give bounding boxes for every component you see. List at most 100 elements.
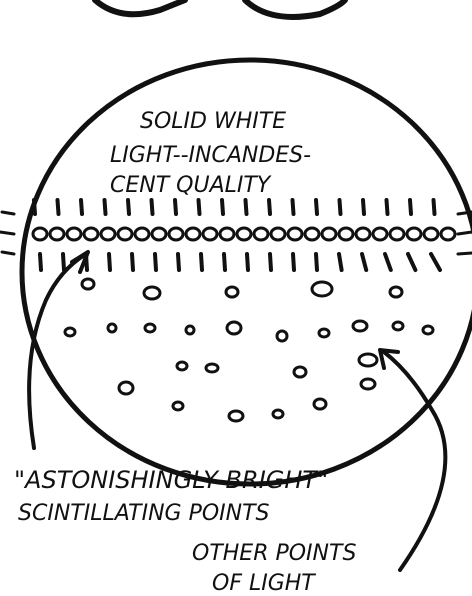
bright-point bbox=[356, 228, 370, 240]
ray-tick bbox=[63, 254, 64, 270]
bright-point bbox=[271, 228, 285, 240]
ray-tick bbox=[105, 200, 106, 214]
bright-point bbox=[67, 228, 81, 240]
light-point bbox=[277, 331, 287, 341]
bright-point bbox=[33, 228, 47, 240]
bright-point bbox=[135, 228, 149, 240]
scattered-points bbox=[65, 279, 433, 421]
ray-tick bbox=[152, 200, 153, 214]
light-point bbox=[145, 324, 155, 332]
other-points-label: OTHER POINTS OF LIGHT bbox=[192, 541, 356, 596]
ray-tick bbox=[40, 254, 41, 270]
bright-point bbox=[169, 228, 183, 240]
ray-tick bbox=[155, 254, 156, 270]
ray-tick bbox=[387, 200, 388, 214]
ray-tick bbox=[270, 254, 271, 270]
bright-point bbox=[152, 228, 166, 240]
light-point bbox=[361, 379, 375, 389]
ray-tick bbox=[128, 200, 129, 214]
light-point bbox=[177, 362, 187, 370]
light-point bbox=[359, 354, 377, 366]
bright-point bbox=[424, 228, 438, 240]
light-point bbox=[312, 282, 332, 296]
light-point bbox=[390, 287, 402, 297]
ray-tick bbox=[175, 200, 176, 214]
ray-tick bbox=[431, 254, 440, 270]
bright-point bbox=[237, 228, 251, 240]
bright-point bbox=[203, 228, 217, 240]
bright-point bbox=[373, 228, 387, 240]
light-point bbox=[294, 367, 306, 377]
ray-tick bbox=[434, 200, 435, 214]
ray-tick bbox=[58, 200, 59, 214]
bright-point bbox=[407, 228, 421, 240]
ray-tick bbox=[410, 200, 411, 214]
bright-point bbox=[390, 228, 404, 240]
light-point bbox=[353, 321, 367, 331]
light-point bbox=[65, 328, 75, 336]
bright-points-label-line1: "ASTONISHINGLY BRIGHT" bbox=[14, 466, 328, 494]
ray-tick bbox=[339, 254, 342, 270]
ray-tick bbox=[222, 200, 223, 214]
light-point bbox=[108, 324, 116, 332]
ray-tick bbox=[178, 254, 179, 270]
bright-points-label: "ASTONISHINGLY BRIGHT" SCINTILLATING POI… bbox=[14, 466, 328, 526]
light-point bbox=[186, 326, 194, 334]
other-points-label-line1: OTHER POINTS bbox=[192, 541, 356, 566]
center-label: SOLID WHITE LIGHT--INCANDES- CENT QUALIT… bbox=[110, 109, 311, 198]
ray-tick bbox=[293, 254, 294, 270]
light-point bbox=[273, 410, 283, 418]
bright-point bbox=[118, 228, 132, 240]
light-point bbox=[82, 279, 94, 289]
ray-tick bbox=[316, 200, 317, 214]
bright-point bbox=[339, 228, 353, 240]
ray-tick bbox=[362, 254, 366, 270]
center-label-line2: LIGHT--INCANDES- bbox=[110, 143, 311, 168]
top-partial-shapes bbox=[95, 0, 345, 17]
ray-tick bbox=[247, 254, 248, 270]
ray-tick bbox=[246, 200, 247, 214]
center-label-line1: SOLID WHITE bbox=[140, 109, 286, 134]
light-point bbox=[319, 329, 329, 337]
bright-point bbox=[50, 228, 64, 240]
light-point bbox=[144, 287, 160, 299]
ray-tick bbox=[293, 200, 294, 214]
other-points-label-line2: OF LIGHT bbox=[212, 571, 316, 596]
light-point bbox=[173, 402, 183, 410]
bright-point bbox=[441, 228, 455, 240]
ray-tick bbox=[316, 254, 317, 270]
bright-point bbox=[305, 228, 319, 240]
ray-tick bbox=[109, 254, 110, 270]
bright-band-points bbox=[33, 228, 455, 240]
light-point bbox=[393, 322, 403, 330]
light-point bbox=[229, 411, 243, 421]
light-point bbox=[314, 399, 326, 409]
ray-tick bbox=[199, 200, 200, 214]
light-point bbox=[226, 287, 238, 297]
arrow-to-other-points bbox=[380, 350, 445, 570]
bright-point bbox=[101, 228, 115, 240]
bright-point bbox=[84, 228, 98, 240]
ray-tick bbox=[132, 254, 133, 270]
center-label-line3: CENT QUALITY bbox=[110, 173, 272, 198]
ray-tick bbox=[81, 200, 82, 214]
ray-tick bbox=[408, 254, 415, 270]
upper-ray-ticks bbox=[34, 200, 435, 214]
ray-tick bbox=[363, 200, 364, 214]
ray-tick bbox=[340, 200, 341, 214]
ray-tick bbox=[269, 200, 270, 214]
bright-point bbox=[322, 228, 336, 240]
bright-point bbox=[254, 228, 268, 240]
bright-point bbox=[220, 228, 234, 240]
light-point bbox=[227, 322, 241, 334]
lower-ray-ticks bbox=[40, 254, 440, 270]
light-point bbox=[206, 364, 218, 372]
ray-tick bbox=[201, 254, 202, 270]
ray-tick bbox=[224, 254, 225, 270]
ray-tick bbox=[385, 254, 391, 270]
bright-points-label-line2: SCINTILLATING POINTS bbox=[18, 501, 270, 526]
bright-point bbox=[186, 228, 200, 240]
light-point bbox=[119, 382, 133, 394]
ray-tick bbox=[34, 200, 35, 214]
